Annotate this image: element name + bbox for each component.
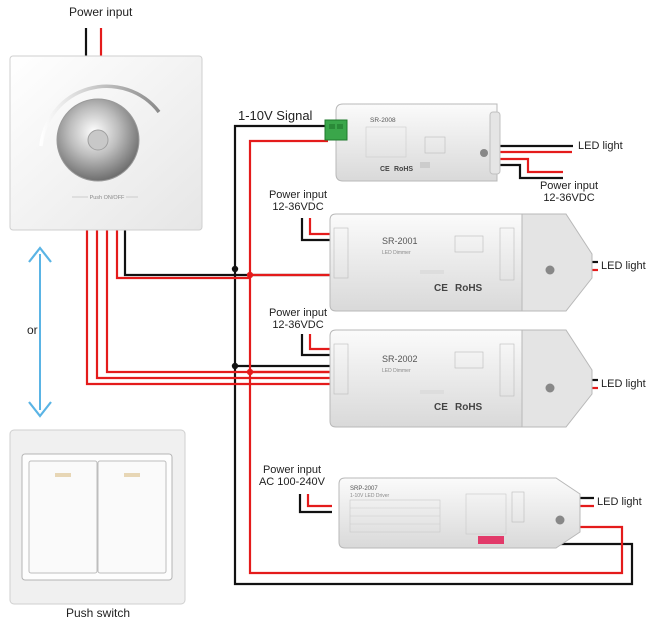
devices-2-subtitle: LED Dimmer <box>382 368 411 374</box>
wire-pwr-2001-black <box>300 218 330 242</box>
switch-rocker-left <box>28 460 98 574</box>
wires <box>84 28 634 586</box>
led-light-label-2007: LED light <box>597 496 642 508</box>
rotary-dimmer-panel: Push ON/OFF <box>9 55 203 231</box>
led-light-label-2001: LED light <box>601 260 646 272</box>
marks-rohs: RoHS <box>394 166 413 173</box>
double-arrow-icon <box>28 246 52 418</box>
power-input-text: Power input <box>268 307 328 319</box>
switch-rocker-right <box>97 460 167 574</box>
devices-0-model: SR-2008 <box>370 117 396 124</box>
dip-switch <box>478 536 504 544</box>
junction-dot <box>246 368 254 376</box>
signal-terminal <box>324 119 348 141</box>
wire-pwr-2002-red <box>308 334 330 351</box>
wire-red-bus-vertical <box>248 275 624 575</box>
wire-black-bus-vertical <box>233 269 634 586</box>
devices-2-model: SR-2002 <box>382 354 418 364</box>
wire-pwr-2007-red <box>306 494 332 508</box>
power-input-text: Power input <box>262 464 322 476</box>
wire-red-3 <box>105 230 330 374</box>
or-label: or <box>27 323 38 337</box>
wire-2008-pwr-red <box>497 157 563 174</box>
junction-dot <box>231 265 239 273</box>
marks-ce: CE <box>380 166 390 173</box>
wire-signal-black <box>233 124 328 269</box>
junction-dot <box>231 362 239 370</box>
power-input-label-2008: Power input 12-36VDC <box>537 180 601 204</box>
power-input-text: Power input <box>539 180 599 192</box>
push-switch-label: Push switch <box>66 606 131 620</box>
wire-pwr-2001-red <box>308 218 330 236</box>
voltage-text: 12-36VDC <box>272 201 324 213</box>
power-input-label-top: Power input <box>69 5 133 19</box>
led-light-label-2008: LED light <box>578 140 623 152</box>
wire-2008-pwr-black <box>497 163 563 180</box>
marks-rohs: RoHS <box>455 283 483 294</box>
marks-ce: CE <box>434 402 448 413</box>
power-input-label-2002: Power input 12-36VDC <box>266 307 330 331</box>
device-sr-2002: SR-2002 LED Dimmer CE RoHS <box>329 329 593 428</box>
voltage-text: AC 100-240V <box>258 476 326 488</box>
devices-1-subtitle: LED Dimmer <box>382 250 411 256</box>
device-sr-2008: SR-2008 CE RoHS <box>324 103 501 182</box>
wire-signal-red <box>248 139 328 275</box>
devices-3-model: SRP-2007 <box>350 486 378 492</box>
power-input-label-2007: Power input AC 100-240V <box>252 464 332 488</box>
marks-ce: CE <box>434 283 448 294</box>
devices-3-subtitle: 1-10V LED Driver <box>350 493 390 499</box>
power-input-text: Power input <box>268 189 328 201</box>
junction-dots <box>231 265 254 376</box>
wire-red-4 <box>115 230 250 280</box>
wire-black-bus <box>123 230 330 277</box>
push-on-off-label: Push ON/OFF <box>90 195 125 201</box>
junction-dot <box>246 271 254 279</box>
led-light-label-2002: LED light <box>601 378 646 390</box>
device-srp-2007: SRP-2007 1-10V LED Driver <box>338 477 581 549</box>
wire-red-2 <box>95 230 330 380</box>
push-switch <box>9 429 186 605</box>
marks-rohs: RoHS <box>455 402 483 413</box>
power-input-label-2001: Power input 12-36VDC <box>266 189 330 213</box>
voltage-text: 12-36VDC <box>272 319 324 331</box>
wire-pwr-2007-black <box>298 494 332 514</box>
signal-label: 1-10V Signal <box>238 108 313 123</box>
device-sr-2001: SR-2001 LED Dimmer CE RoHS <box>329 213 593 312</box>
devices-1-model: SR-2001 <box>382 236 418 246</box>
voltage-text: 12-36VDC <box>543 192 595 204</box>
wire-pwr-2002-black <box>300 334 330 357</box>
